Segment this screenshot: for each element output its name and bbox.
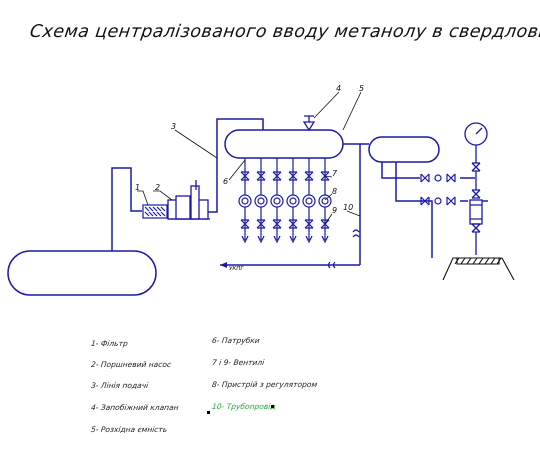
legend-item-4: 4- Запобіжний клапан [90, 403, 180, 412]
callout-10: 10 [343, 203, 353, 212]
distribution-vessel [224, 129, 344, 159]
legend-item-2: 2- Поршневий насос [90, 360, 172, 369]
legend-item-1: 1- Фільтр [90, 339, 129, 348]
branch-array [238, 158, 332, 244]
selection-grip-right[interactable] [271, 405, 274, 408]
callout-7: 7 [332, 169, 338, 178]
callout-1: 1 [135, 183, 140, 192]
callout-6: 6 [223, 177, 228, 186]
selection-grip-left[interactable] [207, 411, 210, 414]
filter [142, 204, 168, 219]
supply-pipe [111, 167, 142, 251]
callout-5: 5 [359, 84, 364, 93]
feed-line [206, 118, 264, 213]
legend-item-10-selected[interactable]: 10- Трубопровід [211, 402, 277, 411]
ground-mound [442, 257, 515, 281]
legend-item-8: 8- Пристрій з регулятором [211, 380, 318, 389]
callout-2: 2 [155, 183, 160, 192]
pressure-gauge [464, 122, 488, 190]
callout-8: 8 [332, 187, 337, 196]
wellhead-pipes [460, 177, 475, 202]
storage-tank [7, 250, 157, 296]
pipe-break-marks [327, 229, 360, 269]
wellhead-valves [420, 173, 456, 206]
callout-4: 4 [336, 84, 341, 93]
right-vessel [368, 136, 440, 163]
safety-valve [302, 115, 316, 132]
return-arrow [220, 262, 227, 268]
callout-9: 9 [332, 206, 337, 215]
legend-item-5: 5- Розхідна ємність [90, 425, 168, 434]
legend-item-3: 3- Лінія подачі [90, 381, 149, 390]
legend-item-7: 7 і 9- Вентилі [211, 358, 265, 367]
leader-lines [137, 91, 362, 225]
wellhead [469, 189, 483, 255]
legend-item-6: 6- Патрубки [211, 336, 261, 345]
callout-3: 3 [171, 122, 176, 131]
right-vessel-outlets [381, 162, 488, 258]
pump [167, 180, 210, 220]
flow-label: УКПГ [229, 266, 244, 272]
